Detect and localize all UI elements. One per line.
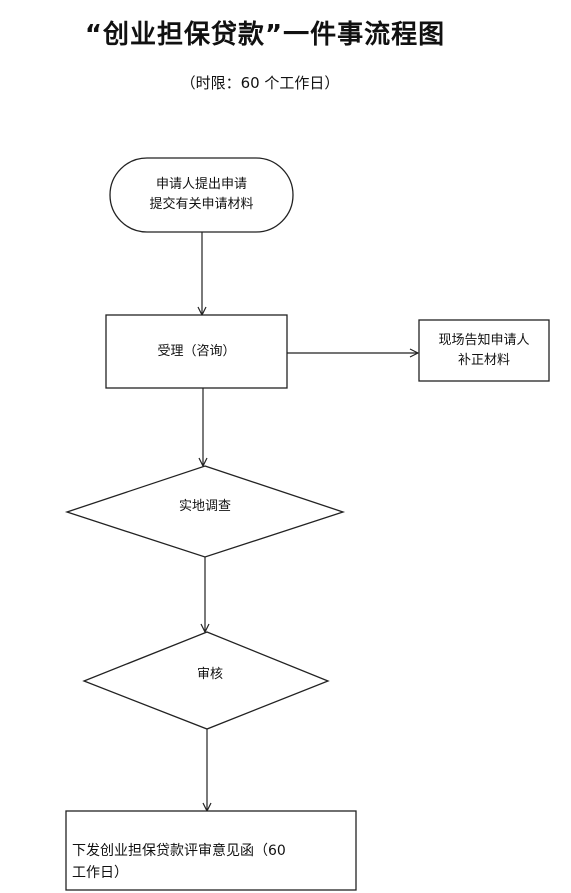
notify-label: 现场告知申请人 补正材料 — [419, 320, 549, 381]
start-label-line2: 提交有关申请材料 — [149, 197, 254, 212]
survey-label: 实地调查 — [140, 492, 270, 522]
final-label: 下发创业担保贷款评审意见函（60 工作日） — [72, 843, 286, 881]
review-label-text: 审核 — [196, 667, 223, 682]
accept-label: 受理（咨询） — [106, 315, 287, 388]
notify-box — [418, 319, 550, 382]
start-label: 申请人提出申请 提交有关申请材料 — [110, 158, 293, 232]
accept-label-text: 受理（咨询） — [157, 343, 236, 359]
final-box — [65, 810, 357, 891]
start-label-line1: 申请人提出申请 — [155, 177, 247, 192]
page-title: “创业担保贷款”一件事流程图 — [84, 20, 446, 50]
review-label: 审核 — [160, 660, 260, 690]
accept-box — [105, 314, 288, 389]
notify-label-line1: 现场告知申请人 — [438, 332, 530, 348]
notify-label-line2: 补正材料 — [457, 352, 510, 368]
survey-label-text: 实地调查 — [178, 499, 231, 514]
page-subtitle: （时限：60 个工作日） — [180, 74, 340, 92]
